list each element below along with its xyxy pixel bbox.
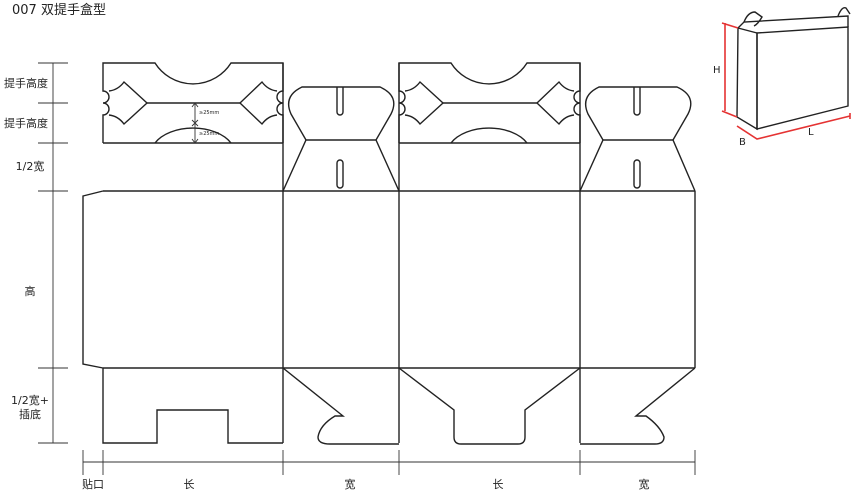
side-panel-top-2 — [579, 86, 696, 192]
box-3d-illustration: H B L — [713, 6, 851, 148]
side-panel-bottom-1 — [282, 367, 399, 445]
diagram-title: 007 双提手盒型 — [12, 2, 106, 18]
bottom-dimension — [82, 450, 696, 475]
side-panel-bottom-2 — [580, 367, 696, 445]
label-handle-height-2: 提手高度 — [4, 116, 48, 130]
label-glue: 贴口 — [82, 477, 104, 490]
label-length-2: 长 — [493, 478, 504, 490]
long-panel-bottom-2 — [398, 367, 581, 445]
side-panel-top-1 — [282, 86, 400, 192]
label-half-width-plus: 1/2宽+ — [11, 393, 49, 407]
label-tuck-bottom: 插底 — [19, 407, 41, 421]
left-dimension — [38, 62, 68, 444]
label-handle-height-1: 提手高度 — [4, 76, 48, 90]
min-size-note-1: ≥25mm — [199, 110, 219, 116]
box-h-label: H — [713, 65, 721, 76]
box-b-label: B — [739, 137, 746, 148]
long-panel-handle-top-2 — [398, 62, 581, 144]
long-panel-handle-top-1 — [102, 62, 284, 144]
label-width-2: 宽 — [639, 477, 650, 490]
long-panel-bottom-1 — [102, 368, 283, 444]
box-l-label: L — [808, 127, 814, 138]
label-width-1: 宽 — [345, 477, 356, 490]
label-length-1: 长 — [184, 478, 195, 490]
min-size-note-2: ≥25mm — [199, 131, 219, 137]
label-half-width: 1/2宽 — [16, 159, 45, 173]
glue-flap — [82, 190, 104, 369]
label-height: 高 — [25, 284, 36, 298]
